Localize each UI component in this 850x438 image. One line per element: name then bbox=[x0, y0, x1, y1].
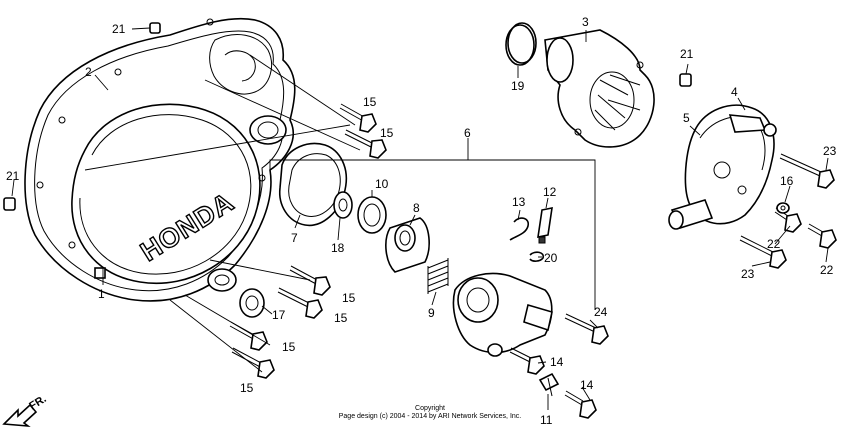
washer[interactable] bbox=[776, 202, 790, 214]
callout-21a: 21 bbox=[112, 22, 126, 36]
bolt-low-1[interactable] bbox=[229, 321, 268, 351]
callout-15c: 15 bbox=[342, 291, 356, 305]
callout-15d: 15 bbox=[334, 311, 348, 325]
callout-12: 12 bbox=[543, 185, 557, 199]
bracket[interactable] bbox=[538, 372, 560, 397]
callout-22b: 22 bbox=[820, 263, 834, 277]
callout-10: 10 bbox=[375, 177, 389, 191]
callout-2: 2 bbox=[85, 65, 92, 79]
callout-labels: 21 2 21 1 3 19 21 4 5 15 15 6 10 12 13 8… bbox=[6, 15, 837, 427]
callout-8: 8 bbox=[413, 201, 420, 215]
bolt-top-1[interactable] bbox=[339, 103, 377, 133]
lower-seal[interactable] bbox=[239, 288, 265, 318]
callout-5: 5 bbox=[683, 111, 690, 125]
callout-17: 17 bbox=[272, 308, 286, 322]
small-clip[interactable] bbox=[529, 251, 545, 262]
callout-19: 19 bbox=[511, 79, 525, 93]
callout-22a: 22 bbox=[767, 237, 781, 251]
callout-6: 6 bbox=[464, 126, 471, 140]
callout-4: 4 bbox=[731, 85, 738, 99]
bolt-14b[interactable] bbox=[564, 390, 597, 419]
piston[interactable] bbox=[385, 217, 430, 273]
copyright-title: Copyright bbox=[415, 405, 445, 412]
water-pump-impeller[interactable] bbox=[505, 24, 655, 148]
callout-15f: 15 bbox=[240, 381, 254, 395]
bearing[interactable] bbox=[357, 196, 387, 234]
callout-21b: 21 bbox=[6, 169, 20, 183]
leader-lines bbox=[11, 27, 829, 410]
callout-18: 18 bbox=[331, 241, 345, 255]
bleed-screw[interactable] bbox=[537, 206, 553, 244]
spring[interactable] bbox=[427, 258, 449, 294]
bolt-mid-2[interactable] bbox=[277, 287, 323, 319]
callout-14b: 14 bbox=[580, 378, 594, 392]
oil-seal[interactable] bbox=[333, 191, 353, 219]
callout-20: 20 bbox=[544, 251, 558, 265]
arrow-icon bbox=[2, 403, 38, 428]
callout-14a: 14 bbox=[550, 355, 564, 369]
o-ring[interactable] bbox=[507, 22, 537, 64]
callout-21c: 21 bbox=[680, 47, 694, 61]
water-pump-cover[interactable] bbox=[668, 104, 777, 230]
callout-15a: 15 bbox=[363, 95, 377, 109]
clip[interactable] bbox=[509, 217, 530, 241]
callout-9: 9 bbox=[428, 306, 435, 320]
gasket[interactable] bbox=[279, 142, 347, 227]
bolt-23-bottom[interactable] bbox=[739, 235, 787, 269]
callout-1: 1 bbox=[98, 287, 105, 301]
callout-23b: 23 bbox=[741, 267, 755, 281]
bolt-22-b[interactable] bbox=[807, 223, 837, 249]
dowel-pin-right[interactable] bbox=[679, 73, 692, 87]
bolt-low-2[interactable] bbox=[231, 347, 275, 379]
callout-7: 7 bbox=[291, 231, 298, 245]
bolt-mid[interactable] bbox=[289, 265, 331, 296]
callout-16: 16 bbox=[780, 174, 794, 188]
callout-3: 3 bbox=[582, 15, 589, 29]
callout-11: 11 bbox=[540, 413, 553, 427]
callout-24: 24 bbox=[594, 305, 608, 319]
bolt-14a[interactable] bbox=[509, 347, 545, 375]
bolt-top-2[interactable] bbox=[344, 129, 387, 159]
bolt-23-top[interactable] bbox=[779, 153, 835, 189]
dowel-pin-left[interactable] bbox=[3, 197, 16, 211]
dowel-pin-top[interactable] bbox=[149, 22, 161, 34]
front-direction-indicator: FR. bbox=[2, 393, 49, 428]
crankcase-cover[interactable]: HONDA bbox=[24, 17, 296, 302]
copyright-text: Page design (c) 2004 - 2014 by ARI Netwo… bbox=[339, 413, 522, 420]
callout-13: 13 bbox=[512, 195, 526, 209]
actuator-housing[interactable] bbox=[452, 272, 553, 357]
callout-15e: 15 bbox=[282, 340, 296, 354]
bolt-24[interactable] bbox=[564, 313, 609, 345]
callout-15b: 15 bbox=[380, 126, 394, 140]
callout-23a: 23 bbox=[823, 144, 837, 158]
